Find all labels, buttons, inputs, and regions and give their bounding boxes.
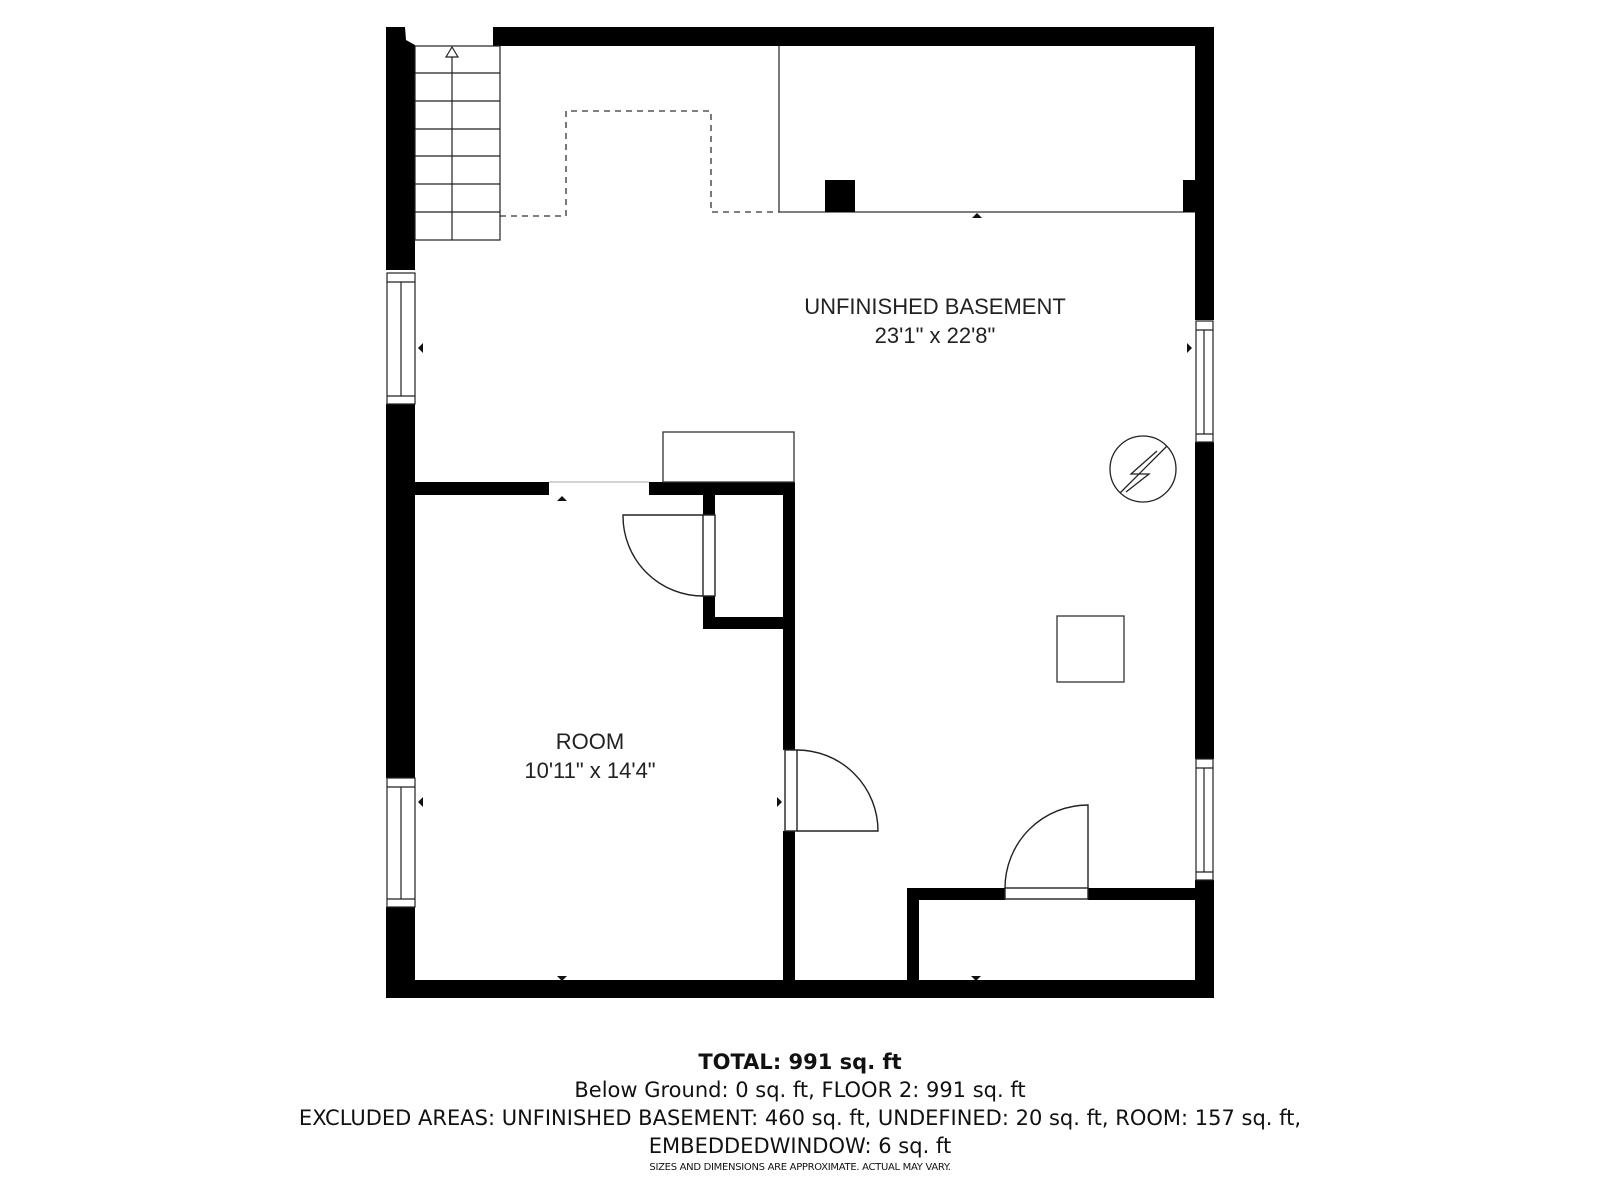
room-name: UNFINISHED BASEMENT (804, 294, 1066, 319)
window-left-top (386, 272, 416, 405)
disclaimer: SIZES AND DIMENSIONS ARE APPROXIMATE. AC… (649, 1162, 951, 1173)
total-area: TOTAL: 991 sq. ft (698, 1050, 902, 1074)
electrical-panel-icon (1109, 435, 1177, 503)
door-closet (622, 514, 716, 597)
windows (386, 272, 1214, 908)
stairs-up-icon (414, 45, 501, 241)
door-room (784, 749, 879, 832)
floor-plan (386, 27, 1214, 998)
thin-lines (500, 46, 1195, 683)
room-name: ROOM (555, 729, 625, 754)
excluded-areas-line-1: EXCLUDED AREAS: UNFINISHED BASEMENT: 460… (298, 1106, 1302, 1130)
room-dimensions: 23'1" x 22'8" (874, 323, 996, 348)
window-left-bottom (386, 777, 416, 908)
excluded-areas-line-2: EMBEDDEDWINDOW: 6 sq. ft (648, 1134, 952, 1158)
area-summary: TOTAL: 991 sq. ft Below Ground: 0 sq. ft… (0, 1048, 1600, 1175)
floor-breakdown: Below Ground: 0 sq. ft, FLOOR 2: 991 sq.… (574, 1078, 1026, 1102)
room-label-unfinished-basement: UNFINISHED BASEMENT 23'1" x 22'8" (760, 292, 1110, 350)
room-label-room: ROOM 10'11" x 14'4" (490, 727, 690, 785)
exterior-walls (386, 27, 1214, 998)
interior-walls (415, 482, 1195, 981)
posts (825, 180, 1195, 212)
door-bottom-closet (1004, 804, 1089, 900)
doors (622, 514, 1089, 900)
window-right-top (1195, 320, 1214, 443)
room-dimensions: 10'11" x 14'4" (524, 758, 656, 783)
dimension-markers (418, 213, 1192, 981)
window-right-bottom (1195, 758, 1214, 881)
